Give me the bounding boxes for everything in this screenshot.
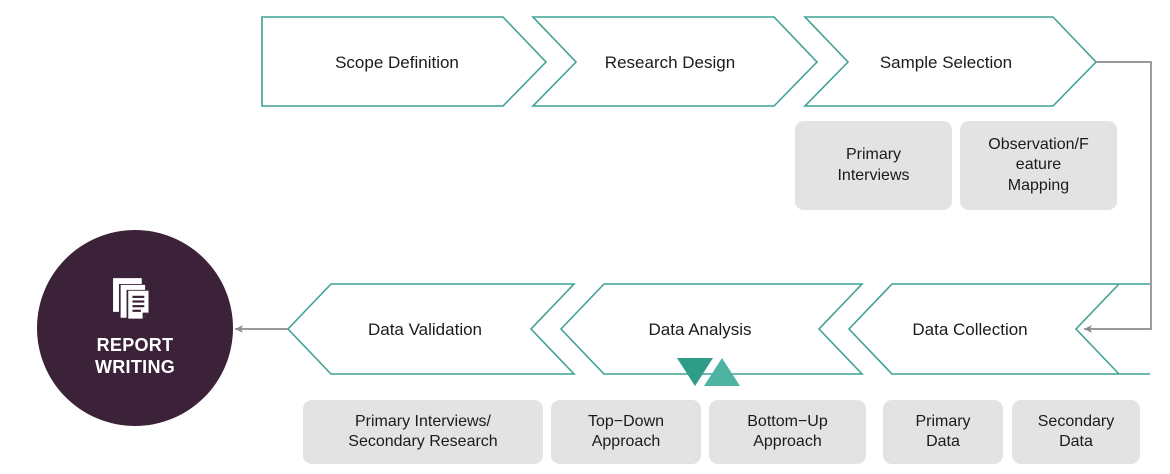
tag-primary-data-text: Primary Data — [915, 412, 971, 450]
tag-bottom-up-approach-text: Bottom−Up Approach — [747, 412, 828, 450]
tag-secondary-data-text: Secondary Data — [1037, 412, 1115, 450]
tag-observation-feature-mapping-text: Observation/F eature Mapping — [988, 135, 1089, 194]
label-data-analysis: Data Analysis — [648, 320, 752, 339]
label-data-collection: Data Collection — [912, 320, 1028, 339]
report-writing-hub[interactable]: REPORT WRITING — [37, 230, 233, 426]
tag-primary-interviews-secondary-research-text: Primary Interviews/ Secondary Research — [348, 412, 498, 450]
label-research-design: Research Design — [604, 53, 736, 72]
tag-top-down-approach[interactable]: Top−Down Approach — [551, 400, 701, 464]
label-data-validation: Data Validation — [367, 320, 483, 339]
tag-primary-interviews-secondary-research[interactable]: Primary Interviews/ Secondary Research — [303, 400, 543, 464]
label-sample-selection: Sample Selection — [879, 53, 1013, 72]
tag-primary-data[interactable]: Primary Data — [883, 400, 1003, 464]
tag-secondary-data[interactable]: Secondary Data — [1012, 400, 1140, 464]
triangle-down-marker — [677, 358, 713, 386]
report-writing-label: REPORT WRITING — [94, 335, 176, 377]
label-scope-definition: Scope Definition — [335, 53, 459, 72]
tag-primary-interviews-text: Primary Interviews — [837, 146, 910, 184]
tag-top-down-approach-text: Top−Down Approach — [587, 412, 665, 450]
tag-primary-interviews[interactable]: Primary Interviews — [795, 121, 952, 210]
tag-observation-feature-mapping[interactable]: Observation/F eature Mapping — [960, 121, 1117, 210]
triangle-up-marker — [704, 358, 740, 386]
tag-bottom-up-approach[interactable]: Bottom−Up Approach — [709, 400, 866, 464]
documents-report-icon — [113, 278, 149, 319]
